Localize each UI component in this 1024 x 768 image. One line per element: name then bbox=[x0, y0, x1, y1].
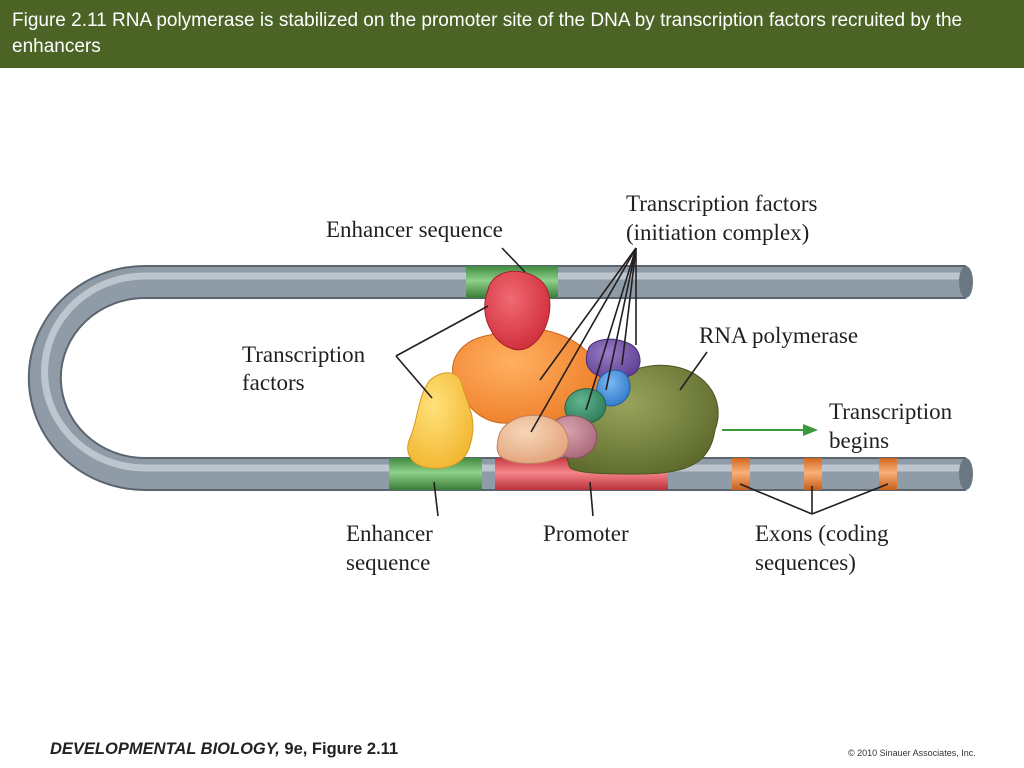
label-exons-line1: Exons (coding bbox=[755, 521, 889, 546]
footer-book-edition: 9e, Figure 2.11 bbox=[279, 740, 399, 758]
label-transcription-begins-line2: begins bbox=[829, 428, 890, 453]
tf-yellow-shape bbox=[407, 372, 474, 469]
figure-caption: Figure 2.11 RNA polymerase is stabilized… bbox=[12, 10, 963, 57]
leader-lines bbox=[395, 247, 889, 517]
exon-3 bbox=[879, 458, 897, 490]
header-bar: Figure 2.11 RNA polymerase is stabilized… bbox=[0, 0, 1024, 68]
footer-book-title: DEVELOPMENTAL BIOLOGY, bbox=[50, 740, 280, 758]
dna-end-bottom bbox=[959, 458, 973, 490]
label-enhancer-sequence-top: Enhancer sequence bbox=[326, 217, 503, 242]
tf-red-shape bbox=[484, 270, 551, 351]
tf-peach-shape bbox=[496, 414, 569, 464]
label-rna-polymerase: RNA polymerase bbox=[699, 323, 859, 348]
label-tf-left-line1: Transcription bbox=[242, 342, 366, 367]
exon-2 bbox=[804, 458, 822, 490]
label-tf-initiation-line1: Transcription factors bbox=[626, 191, 818, 216]
label-promoter: Promoter bbox=[543, 521, 629, 546]
label-tf-left-line2: factors bbox=[242, 370, 305, 395]
exon-1 bbox=[732, 458, 750, 490]
label-exons-line2: sequences) bbox=[755, 550, 856, 575]
transcription-arrow bbox=[722, 424, 818, 436]
footer-book-citation: DEVELOPMENTAL BIOLOGY, 9e, Figure 2.11 bbox=[50, 740, 398, 759]
footer-copyright: © 2010 Sinauer Associates, Inc. bbox=[848, 748, 976, 758]
label-tf-initiation-line2: (initiation complex) bbox=[626, 220, 810, 245]
dna-end-top bbox=[959, 266, 973, 298]
label-enhancer-bottom-line1: Enhancer bbox=[346, 521, 433, 546]
label-transcription-begins-line1: Transcription bbox=[829, 399, 953, 424]
label-enhancer-bottom-line2: sequence bbox=[346, 550, 431, 575]
